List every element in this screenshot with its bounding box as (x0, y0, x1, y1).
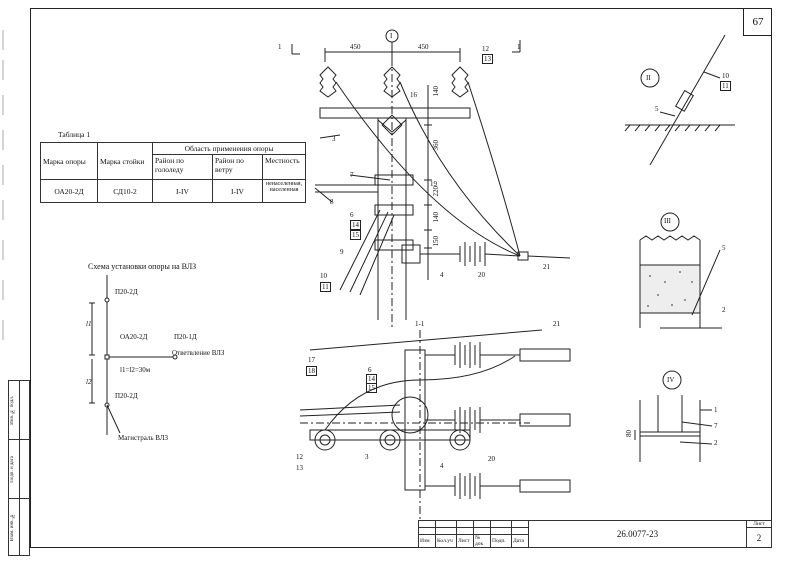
sec-mark-left: 1 (278, 43, 282, 51)
tb-h-2: Лист (456, 534, 474, 548)
callout-14: 14 (350, 220, 361, 230)
callout-4-plan: 4 (440, 462, 444, 470)
callout-16: 16 (410, 91, 417, 99)
callout-15: 15 (350, 230, 361, 240)
detail-III-label: III (664, 217, 671, 225)
callout-18: 18 (306, 366, 317, 376)
dim-220: 220 (432, 186, 440, 197)
spec-table: Марка опоры Марка стойки Область примене… (40, 142, 306, 203)
side-label-1: Подп. и дата (10, 455, 15, 483)
marker-I: I (390, 32, 393, 40)
tb-h-5: Дата (511, 534, 529, 548)
callout-11: 11 (320, 282, 331, 292)
callout-6: 6 (350, 211, 354, 219)
dim-360: 360 (432, 140, 440, 151)
th-ice: Район по гололеду (152, 154, 213, 180)
td-ice: I-IV (152, 179, 213, 203)
drawing-frame (30, 8, 772, 548)
callout-10: 10 (320, 272, 327, 280)
scheme-p-top: П20-2Д (115, 288, 138, 296)
scheme-l1: l1 (86, 320, 92, 328)
detail-IV-label: IV (667, 376, 675, 384)
callout-12-plan: 12 (296, 453, 303, 461)
detail-II (624, 34, 735, 166)
detail-II-label: II (646, 74, 651, 82)
sheet-value: 2 (746, 527, 772, 548)
section-label: 1-1 (415, 320, 425, 328)
tb-h-3: № док (473, 534, 491, 548)
callout-21-plan: 21 (553, 320, 560, 328)
tb-h-4: Подп. (490, 534, 512, 548)
sheet-label: Лист (746, 520, 772, 528)
dim-450-right: 450 (418, 43, 429, 51)
side-label-0: Инв. № подл. (10, 395, 15, 425)
callout-15-plan: 15 (366, 383, 377, 393)
callout-19: 19 (430, 180, 437, 188)
dim-150: 150 (432, 236, 440, 247)
detail-II-5: 5 (655, 105, 659, 113)
callout-9: 9 (340, 248, 344, 256)
detail-III-2: 2 (722, 306, 726, 314)
sheet-number: 67 (743, 8, 772, 36)
detail-IV-1: 1 (714, 406, 718, 414)
td-stand: СД10-2 (97, 179, 153, 203)
td-wind: I-IV (212, 179, 263, 203)
scheme-mainline: Магистраль ВЛЗ (118, 434, 168, 442)
callout-6-plan: 6 (368, 366, 372, 374)
callout-3-plan: 3 (365, 453, 369, 461)
scheme-p-right: П20-1Д (174, 333, 197, 341)
scheme-diagram (89, 275, 178, 435)
callout-21: 21 (543, 263, 550, 271)
callout-12: 12 (482, 45, 489, 53)
edge-marks (2, 30, 4, 340)
pole-drawing (291, 29, 571, 520)
th-stand: Марка стойки (97, 142, 153, 180)
title-block: 26.0077-23 Лист 2 Изм Кол.уч Лист № док … (418, 520, 772, 548)
callout-20: 20 (478, 271, 485, 279)
tb-h-1: Кол.уч (435, 534, 457, 548)
table-title: Таблица 1 (58, 130, 91, 139)
th-area: Местность (262, 154, 306, 180)
th-wind: Район по ветру (212, 154, 263, 180)
detail-IV-7: 7 (714, 422, 718, 430)
detail-IV-80: 80 (625, 430, 633, 437)
dim-450-left: 450 (350, 43, 361, 51)
th-brand: Марка опоры (40, 142, 98, 180)
td-brand: ОА20-2Д (40, 179, 98, 203)
detail-III-5: 5 (722, 244, 726, 252)
td-area: ненаселенная, населенная (262, 179, 306, 203)
scheme-oa: ОА20-2Д (120, 333, 148, 341)
scheme-title: Схема установки опоры на ВЛЗ (88, 262, 197, 271)
callout-13-plan: 13 (296, 464, 303, 472)
callout-20-plan: 20 (488, 455, 495, 463)
tb-h-0: Изм (418, 534, 436, 548)
doc-code: 26.0077-23 (528, 520, 747, 548)
callout-13: 13 (482, 54, 493, 64)
sec-mark-right: 1 (517, 43, 521, 51)
scheme-length: l1=l2=30м (120, 366, 151, 374)
detail-III (639, 212, 722, 329)
callout-4: 4 (440, 271, 444, 279)
scheme-l2: l2 (86, 378, 92, 386)
callout-17: 17 (308, 356, 315, 364)
callout-8: 8 (330, 198, 334, 206)
callout-7: 7 (350, 171, 354, 179)
side-stamp: Инв. № подл. Подп. и дата Взам. инв. № (8, 380, 31, 556)
dim-140-top: 140 (432, 86, 440, 97)
scheme-p-bottom: П20-2Д (115, 392, 138, 400)
detail-II-11: 11 (720, 81, 731, 91)
callout-3: 3 (332, 135, 336, 143)
side-label-2: Взам. инв. № (10, 512, 15, 542)
scheme-branch: Ответвление ВЛЗ (172, 349, 225, 357)
detail-II-10: 10 (722, 72, 729, 80)
detail-IV-2: 2 (714, 439, 718, 447)
detail-IV (634, 370, 713, 462)
dim-140-bottom: 140 (432, 212, 440, 223)
